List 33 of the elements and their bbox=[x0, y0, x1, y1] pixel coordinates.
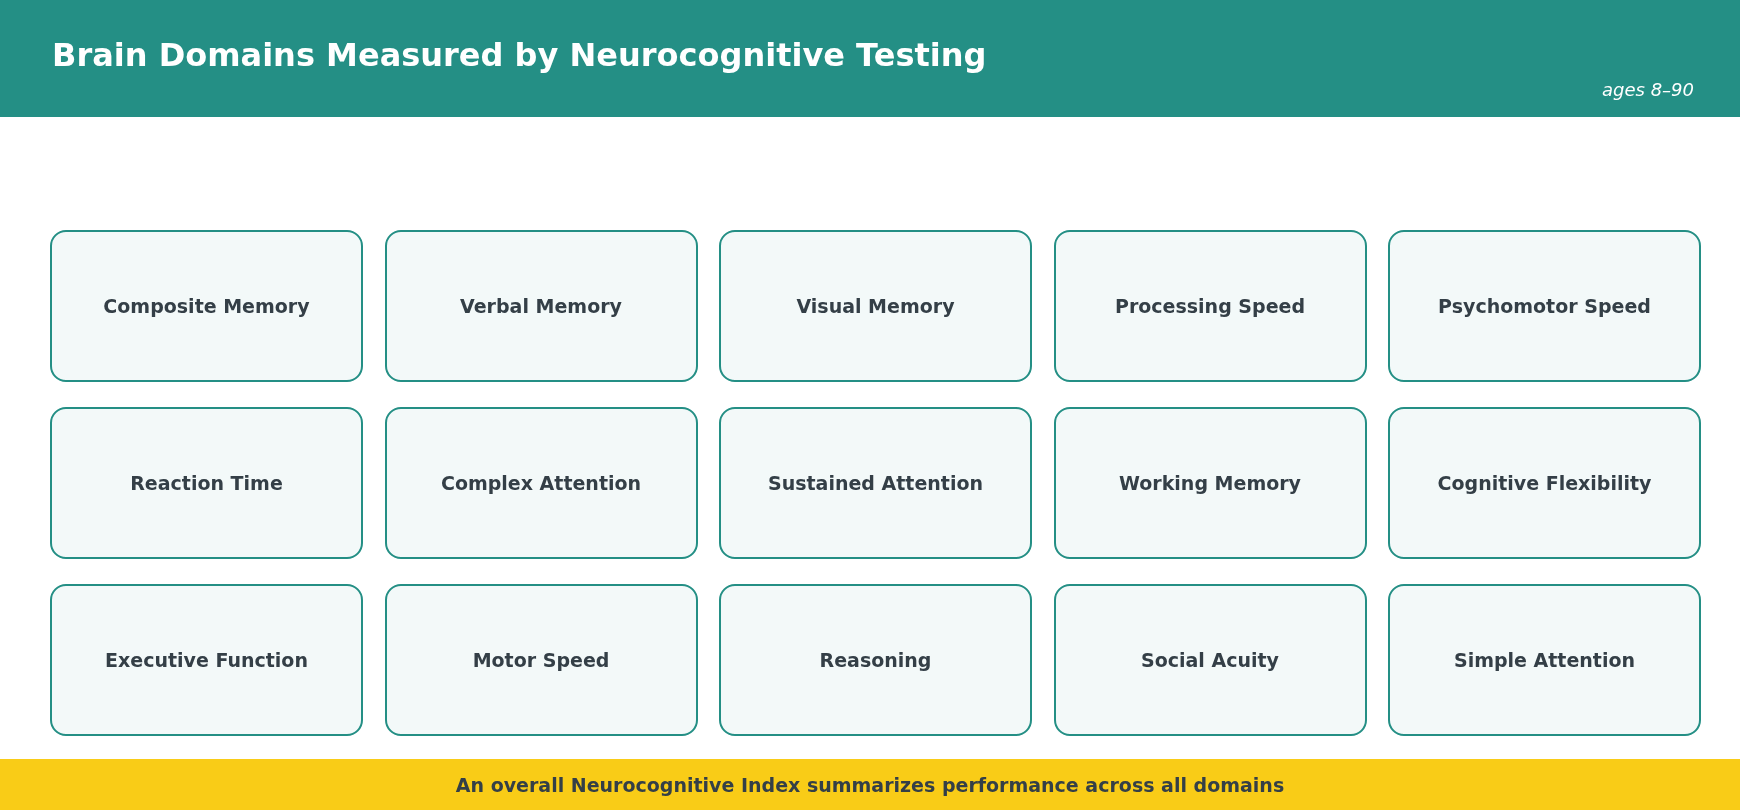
domain-label: Psychomotor Speed bbox=[1438, 295, 1651, 317]
title: Brain Domains Measured by Neurocognitive Testing bbox=[52, 36, 987, 74]
domain-label: Composite Memory bbox=[103, 295, 310, 317]
domain-box bbox=[50, 230, 363, 382]
domain-label: Simple Attention bbox=[1453, 649, 1636, 671]
domain-box bbox=[384, 230, 698, 382]
domain-box bbox=[1053, 407, 1367, 559]
domain-box bbox=[1388, 407, 1701, 559]
domain-box bbox=[50, 407, 363, 559]
domain-box bbox=[50, 584, 363, 736]
domain-label: Reaction Time bbox=[130, 472, 283, 494]
domain-label: Reasoning bbox=[819, 649, 932, 671]
domain-box bbox=[1388, 584, 1701, 736]
domain-box bbox=[719, 230, 1032, 382]
domain-box bbox=[384, 407, 698, 559]
caption: An overall Neurocognitive Index summarizes performance across all domains bbox=[455, 773, 1285, 796]
domain-label: Cognitive Flexibility bbox=[1437, 472, 1652, 494]
domain-box bbox=[1053, 584, 1367, 736]
domain-label: Motor Speed bbox=[472, 649, 610, 671]
domain-box bbox=[1053, 230, 1367, 382]
domain-label: Executive Function bbox=[105, 649, 308, 671]
domain-label: Working Memory bbox=[1119, 472, 1301, 494]
domain-box bbox=[1388, 230, 1701, 382]
domain-label: Verbal Memory bbox=[460, 295, 622, 317]
domain-box bbox=[719, 407, 1032, 559]
domain-label: Social Acuity bbox=[1141, 649, 1279, 671]
domain-box bbox=[719, 584, 1032, 736]
domain-label: Sustained Attention bbox=[768, 472, 983, 494]
domain-box bbox=[384, 584, 698, 736]
domain-label: Complex Attention bbox=[440, 472, 642, 494]
domain-label: Visual Memory bbox=[796, 295, 955, 317]
subtitle: ages 8–90 bbox=[1602, 79, 1694, 100]
domain-label: Processing Speed bbox=[1115, 295, 1305, 317]
